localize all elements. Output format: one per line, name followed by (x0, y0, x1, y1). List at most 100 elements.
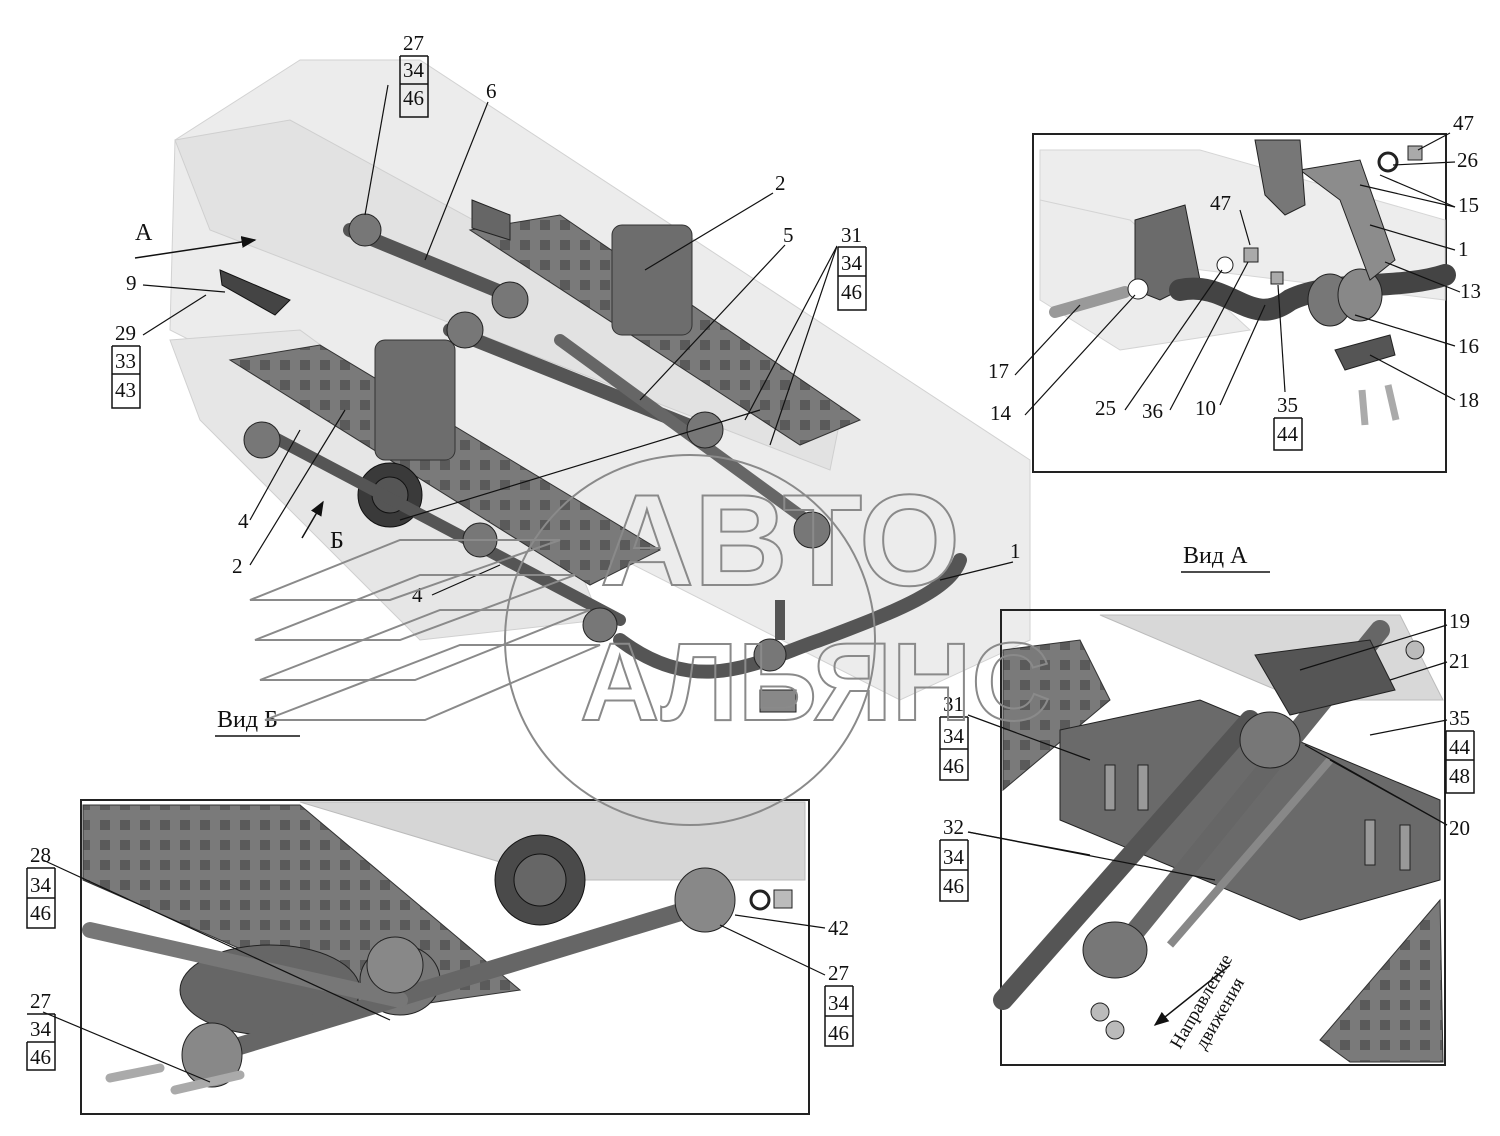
callout-34b: 34 (841, 251, 863, 275)
leader-a-16 (1354, 314, 1456, 347)
callout-4b: 4 (412, 583, 423, 607)
lower-leaf-spring (228, 344, 662, 586)
reaction-rod-upper (343, 223, 527, 307)
leader-1 (939, 561, 1014, 581)
callout-a-1: 1 (1458, 237, 1469, 261)
view-b-marker: Б (330, 528, 344, 554)
vb-washer (749, 889, 771, 911)
view-a-nut (1270, 271, 1284, 285)
leader-a-35 (1277, 284, 1286, 393)
leader-a-18 (1369, 354, 1456, 401)
rv-axle-plate (1059, 699, 1441, 921)
callout-b-27b: 27 (828, 961, 849, 985)
callout-46: 46 (403, 86, 424, 110)
view-a-washer (1127, 278, 1149, 300)
leader-5 (639, 244, 786, 401)
callout-a-47: 47 (1453, 111, 1474, 135)
leader-a-14 (1024, 294, 1136, 416)
watermark-logo (249, 539, 601, 721)
vb-bushing (181, 1022, 243, 1088)
rv-clamp-plate (1254, 639, 1396, 716)
callout-a-10: 10 (1195, 396, 1216, 420)
callout-a-26: 26 (1457, 148, 1478, 172)
rod-bushing (348, 213, 382, 247)
callout-rv-44: 44 (1449, 735, 1471, 759)
view-a-bolt (1049, 286, 1131, 318)
callout-2-lower: 2 (232, 554, 243, 578)
vb-nut (773, 889, 793, 909)
callout-6: 6 (486, 79, 497, 103)
callout-b-34b: 34 (828, 991, 850, 1015)
watermark-circle (504, 454, 876, 826)
rod-bushing (686, 411, 724, 449)
callout-a-44: 44 (1277, 422, 1299, 446)
view-a-washer (1216, 256, 1234, 274)
view-a-arrow (134, 236, 257, 259)
callout-b-34a: 34 (30, 873, 52, 897)
leader-9 (142, 284, 226, 293)
view-a-marker: А (135, 220, 153, 246)
callout-rv-46b: 46 (943, 874, 964, 898)
callout-a-47b: 47 (1210, 191, 1231, 215)
anti-roll-bar-clamp (759, 689, 797, 713)
leader-rv-35 (1369, 719, 1448, 736)
callout-rv-48: 48 (1449, 764, 1470, 788)
lower-balancer-housing (374, 339, 456, 461)
callout-bracket (939, 840, 969, 902)
leader-31a (744, 245, 838, 421)
callout-bracket (399, 56, 429, 118)
leader-b-27c (42, 1011, 211, 1083)
callout-rv-21: 21 (1449, 649, 1470, 673)
watermark-line-2: АЛЬЯНС (580, 621, 1051, 744)
callout-b-46a: 46 (30, 901, 51, 925)
callout-a-17: 17 (988, 359, 1009, 383)
leader-4b (431, 564, 501, 596)
view-a-frame (1032, 133, 1447, 473)
leader-29 (142, 294, 207, 336)
callout-rv-20: 20 (1449, 816, 1470, 840)
vb-bolt (105, 1063, 165, 1083)
rv-bolt (1364, 819, 1376, 866)
leader-rv-20b (1304, 744, 1448, 826)
callout-bracket (824, 986, 854, 1047)
vb-rod (201, 891, 729, 1064)
callout-bracket (1445, 731, 1475, 794)
rv-nut (1090, 1002, 1110, 1022)
callout-29: 29 (115, 321, 136, 345)
callout-bracket (26, 868, 56, 929)
right-view-frame (1000, 609, 1446, 1066)
leader-31b (769, 245, 838, 446)
callout-1: 1 (1010, 539, 1021, 563)
leader-long (399, 409, 761, 521)
main-assembly: А Б 27 34 46 6 2 5 31 34 46 9 29 (111, 31, 1031, 713)
callout-9: 9 (126, 271, 137, 295)
leader-a-47 (1417, 132, 1451, 151)
callout-2-upper: 2 (775, 171, 786, 195)
callout-43: 43 (115, 378, 136, 402)
view-b-arrow (301, 500, 324, 539)
leader-rv-32b (967, 831, 1216, 881)
callout-rv-35: 35 (1449, 706, 1470, 730)
leader-a-36 (1169, 261, 1249, 411)
view-a-washer (1377, 151, 1399, 173)
callout-b-27c: 27 (30, 989, 51, 1013)
rod-bushing (446, 311, 484, 349)
direction-note: Направление движения (1166, 951, 1249, 1053)
direction-arrow (1153, 964, 1231, 1026)
leader-a-25 (1124, 269, 1223, 411)
callout-bracket (26, 1014, 56, 1071)
leader-a-47b (1239, 209, 1251, 246)
anti-roll-bar (613, 553, 967, 679)
leader-a-26 (1392, 161, 1456, 166)
rv-rod-3 (1166, 757, 1334, 948)
vb-bushing-2 (674, 867, 736, 933)
rod-bushing (582, 607, 618, 643)
reaction-rod-lower (254, 424, 626, 626)
callout-bracket (939, 717, 969, 781)
callout-rv-32: 32 (943, 815, 964, 839)
callout-a-13: 13 (1460, 279, 1481, 303)
callout-b-34c: 34 (30, 1017, 52, 1041)
top-bracket (471, 199, 511, 241)
vb-rod-2 (82, 922, 408, 1008)
